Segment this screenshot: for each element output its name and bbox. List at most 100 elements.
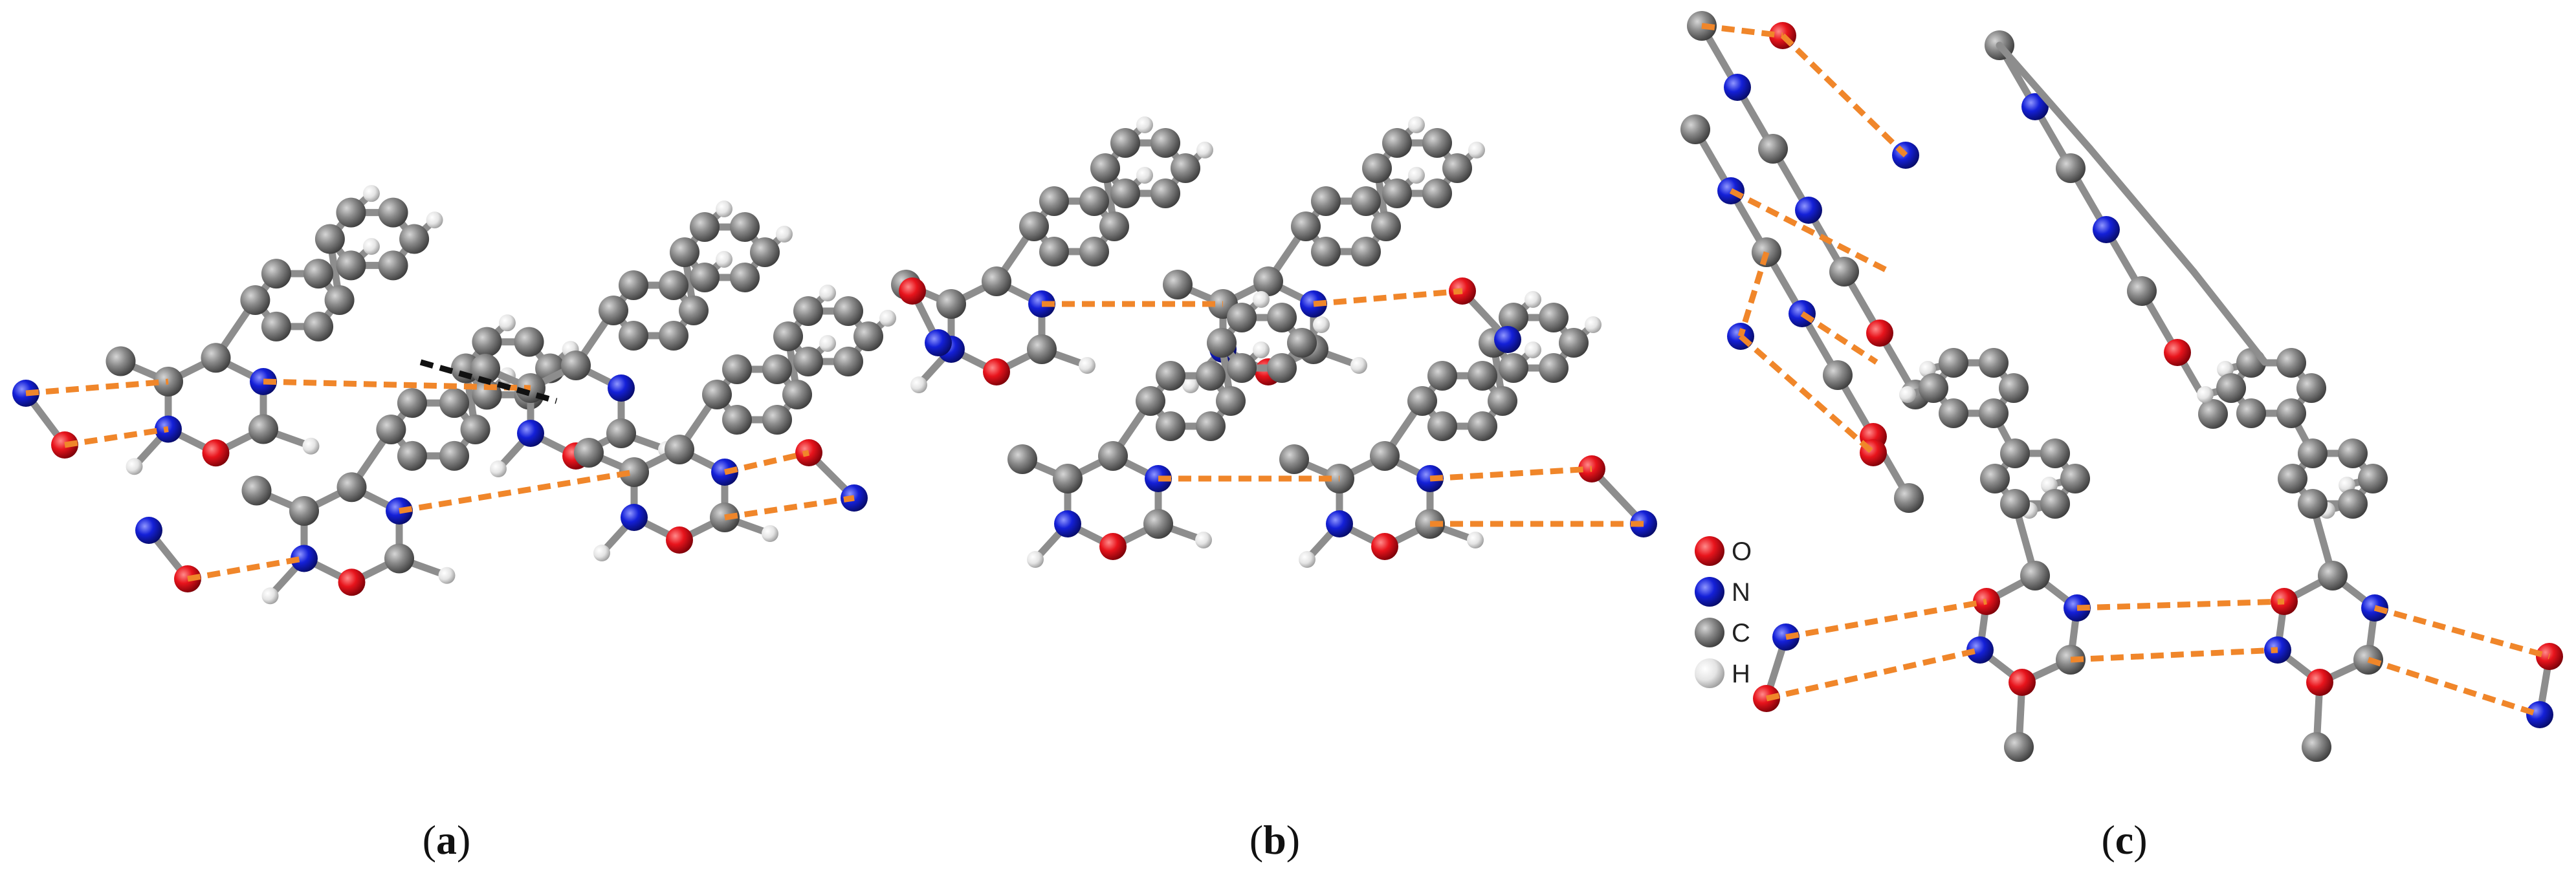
carbon-atom [730,212,760,243]
carbon-atom [1468,361,1497,391]
hydrogen-bond [25,378,169,396]
hydrogen-bond [2373,605,2551,660]
hydrogen-atom [593,545,610,561]
carbon-atom [1150,128,1180,158]
carbon-atom [378,197,408,228]
carbon-atom [722,354,752,385]
nitrogen-atom [925,329,952,356]
carbon-atom [1362,153,1392,183]
carbon-atom [1039,236,1069,266]
carbon-atom [472,327,502,357]
carbon-atom-swatch [1695,618,1724,647]
carbon-atom [833,296,863,327]
hydrogen-atom [1350,357,1367,374]
hydrogen-atom [1899,386,1916,403]
carbon-atom [2338,438,2368,469]
nitrogen-atom [291,545,318,572]
carbon-atom [2236,398,2266,428]
hydrogen-atom [1136,116,1153,134]
hydrogen-bond [1429,466,1592,482]
legend-label-oxygen: O [1732,537,1752,566]
carbon-atom [1919,373,1948,403]
nitrogen-atom [1966,636,1994,664]
carbon-atom [1427,411,1457,441]
carbon-atom [1427,361,1457,391]
hydrogen-atom [1408,116,1425,134]
carbon-atom [1110,128,1140,158]
carbon-atom [2276,398,2306,428]
legend-label-hydrogen: H [1732,660,1750,688]
hydrogen-bond [1739,334,1875,455]
legend-label-nitrogen: N [1732,578,1750,607]
hydrogen-atom [716,200,732,218]
hydrogen-atom-swatch [1695,658,1724,688]
carbon-atom [762,354,792,385]
carbon-atom [1758,134,1788,164]
carbon-atom [619,270,648,301]
oxygen-atom [2009,669,2036,696]
oxygen-atom [1371,533,1398,560]
carbon-atom [1156,411,1185,441]
hydrogen-bond [1766,647,1981,702]
carbon-atom [1110,178,1140,208]
panel-label-a: (a) [423,817,471,863]
carbon-atom [105,346,136,376]
carbon-atom [314,224,345,254]
carbon-atom [376,415,406,444]
hydrogen-atom [490,460,507,477]
carbon-atom [397,388,427,418]
nitrogen-atom [1724,74,1751,101]
oxygen-atom-swatch [1695,536,1724,566]
hydrogen-atom [126,458,143,475]
nitrogen-atom [2093,216,2120,243]
carbon-atom [2338,488,2368,519]
oxygen-atom [338,568,366,596]
nitrogen-atom [2021,93,2049,120]
carbon-atom [1442,153,1472,183]
carbon-atom [2296,373,2326,403]
carbon-atom [561,351,591,380]
carbon-atom [2127,276,2157,306]
carbon-atom [2318,561,2348,590]
carbon-atom [750,237,780,267]
nitrogen-atom-swatch [1695,577,1724,607]
hydrogen-atom [1468,142,1485,158]
carbon-atom [514,327,544,357]
oxygen-atom [899,277,926,305]
hydrogen-atom [819,285,836,302]
carbon-atom [853,321,883,351]
legend-item-nitrogen: N [1695,577,1750,607]
carbon-atom [248,414,278,444]
carbon-atom [1079,236,1109,266]
hydrogen-bond [1737,251,1770,338]
carbon-atom [1143,509,1173,539]
pi-contact [419,359,558,404]
carbon-atom [1253,266,1283,296]
hydrogen-atom [1467,532,1484,548]
carbon-atom [2000,488,2030,519]
carbon-atom [1019,211,1049,241]
panel-label-c: (c) [2101,817,2147,863]
hydrogen-atom [762,525,778,542]
oxygen-atom [2306,669,2333,696]
hydrogen-atom [1027,551,1044,568]
hydrogen-atom [1196,142,1213,158]
carbon-atom [619,320,648,351]
carbon-atom [397,440,427,471]
carbon-atom [936,289,966,319]
carbon-atom [324,285,355,315]
hydrogen-atom [438,567,456,584]
hydrogen-atom [1182,376,1199,393]
carbon-atom [1150,178,1180,208]
carbon-atom [1422,128,1452,158]
carbon-atom [201,343,231,373]
hydrogen-bond [723,449,810,475]
hydrogen-atom [1079,357,1095,374]
carbon-atom [1488,386,1517,416]
carbon-atom [1939,398,1968,428]
carbon-atom [670,237,699,267]
hydrogen-bond [263,378,531,391]
oxygen-atom [666,526,693,554]
carbon-atom [241,475,272,506]
carbon-atom [1979,398,2009,428]
